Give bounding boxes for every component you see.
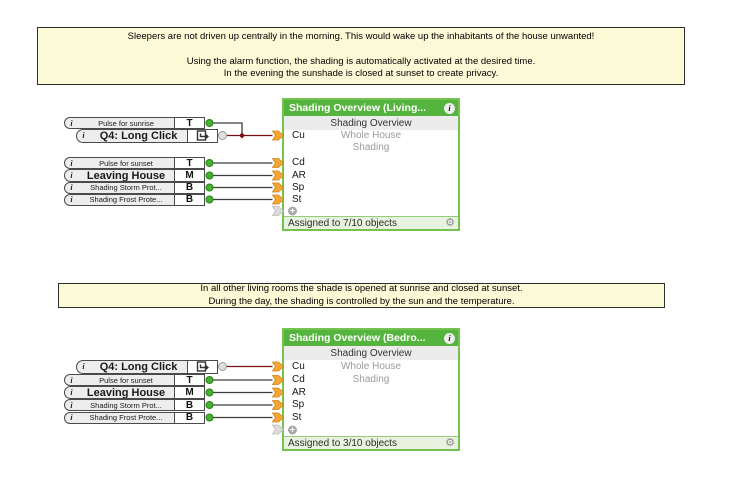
input-reference-block[interactable]: i Shading Storm Prot... B [64, 399, 205, 411]
input-reference-label: Pulse for sunset [99, 375, 153, 385]
output-connector-dot[interactable] [205, 388, 214, 397]
export-output-icon [196, 130, 209, 141]
info-icon: i [82, 131, 85, 140]
input-pin-label[interactable]: Cu [292, 360, 305, 372]
input-reference-type: B [174, 182, 204, 193]
note-morning[interactable]: Sleepers are not driven up centrally in … [37, 27, 685, 85]
input-reference-block[interactable]: i Leaving House M [64, 386, 205, 399]
info-icon: i [70, 400, 73, 410]
input-pin-label[interactable]: Sp [292, 399, 305, 410]
assigned-objects-status: Assigned to 7/10 objects [288, 217, 397, 229]
input-reference-block[interactable]: i Shading Frost Prote... B [64, 411, 205, 424]
function-block-footer: Assigned to 3/10 objects ⚙ [284, 436, 458, 449]
input-reference-label: Shading Storm Prot... [90, 183, 162, 192]
input-reference-block[interactable]: i Shading Storm Prot... B [64, 181, 205, 194]
input-reference-type: T [174, 158, 204, 169]
input-reference-type: T [174, 375, 204, 386]
info-icon: i [70, 158, 73, 168]
input-pin-label[interactable]: St [292, 411, 302, 423]
input-reference-label: Leaving House [86, 387, 166, 398]
output-connector-dot[interactable] [205, 171, 214, 180]
add-input-icon[interactable]: + [288, 205, 297, 216]
output-connector-dot[interactable] [205, 376, 214, 384]
function-block-header: Shading Overview (Living... i [284, 100, 458, 116]
input-reference-label: Shading Frost Prote... [89, 195, 163, 204]
block-description-line: Shading [352, 141, 390, 153]
info-icon[interactable]: i [444, 332, 455, 344]
note-line: During the day, the shading is controlle… [208, 295, 515, 307]
input-reference-label: Pulse for sunrise [98, 118, 154, 128]
info-icon[interactable]: i [444, 102, 455, 114]
input-reference-label: Leaving House [86, 170, 166, 181]
note-line: In all other living rooms the shade is o… [200, 283, 523, 295]
input-reference-type [187, 360, 217, 373]
shading-overview-bedroom[interactable]: Shading Overview (Bedro... i Shading Ove… [282, 328, 460, 451]
function-block-subtitle: Shading Overview [284, 116, 458, 130]
input-pin-label[interactable]: St [292, 193, 302, 205]
info-icon: i [70, 388, 73, 397]
gear-icon[interactable]: ⚙ [445, 436, 455, 449]
input-reference-block[interactable]: i Shading Frost Prote... B [64, 193, 205, 206]
input-pin-label[interactable]: Sp [292, 181, 305, 193]
input-pin-label[interactable]: Cd [292, 157, 305, 168]
info-icon: i [70, 183, 73, 192]
input-reference-label: Shading Storm Prot... [90, 400, 162, 410]
function-block-title: Shading Overview (Bedro... [289, 332, 426, 344]
note-line: Sleepers are not driven up centrally in … [127, 31, 595, 43]
output-connector-dot[interactable] [205, 195, 214, 204]
input-reference-block[interactable]: i Q4: Long Click [76, 128, 218, 143]
function-block-title: Shading Overview (Living... [289, 102, 427, 114]
input-reference-label: Shading Frost Prote... [89, 413, 163, 422]
assigned-objects-status: Assigned to 3/10 objects [288, 437, 397, 449]
output-connector-dot[interactable] [218, 131, 227, 140]
input-pin-label[interactable]: Cu [292, 129, 305, 141]
input-pin-label[interactable]: AR [292, 169, 306, 181]
output-connector-dot[interactable] [205, 159, 214, 167]
export-output-icon [196, 361, 209, 372]
input-reference-label: Pulse for sunset [99, 158, 153, 168]
add-input-icon[interactable]: + [288, 424, 297, 434]
info-icon: i [70, 195, 73, 204]
block-description-line: Shading [352, 374, 390, 385]
input-reference-type: M [174, 170, 204, 181]
shading-overview-living[interactable]: Shading Overview (Living... i Shading Ov… [282, 98, 460, 231]
info-icon: i [70, 118, 73, 128]
info-icon: i [70, 375, 73, 385]
note-living-rooms[interactable]: In all other living rooms the shade is o… [58, 283, 665, 308]
block-description-line: Whole House [340, 129, 402, 141]
input-reference-type: B [174, 194, 204, 205]
note-line: In the evening the sunshade is closed at… [223, 68, 499, 80]
gear-icon[interactable]: ⚙ [445, 216, 455, 229]
output-connector-dot[interactable] [205, 119, 214, 127]
input-pin-label[interactable]: AR [292, 386, 306, 398]
info-icon: i [70, 413, 73, 422]
input-reference-block[interactable]: i Pulse for sunset T [64, 157, 205, 169]
input-reference-label: Q4: Long Click [99, 360, 178, 373]
function-block-subtitle: Shading Overview [284, 346, 458, 360]
input-reference-block[interactable]: i Leaving House M [64, 169, 205, 182]
input-reference-block[interactable]: i Q4: Long Click [76, 359, 218, 374]
wire-junction [239, 132, 245, 139]
note-line [38, 44, 684, 56]
input-reference-type: B [174, 400, 204, 411]
input-pin-label[interactable]: Cd [292, 374, 305, 385]
function-block-footer: Assigned to 7/10 objects ⚙ [284, 216, 458, 229]
input-reference-label: Q4: Long Click [99, 129, 178, 142]
output-connector-dot[interactable] [205, 413, 214, 422]
info-icon: i [70, 171, 73, 180]
input-reference-type: M [174, 387, 204, 398]
input-reference-block[interactable]: i Pulse for sunset T [64, 374, 205, 386]
function-block-header: Shading Overview (Bedro... i [284, 330, 458, 346]
input-reference-type [187, 129, 217, 142]
input-reference-type: B [174, 412, 204, 423]
output-connector-dot[interactable] [218, 362, 227, 371]
note-line: Using the alarm function, the shading is… [186, 56, 536, 67]
block-description-line: Whole House [340, 360, 402, 372]
info-icon: i [82, 362, 85, 371]
output-connector-dot[interactable] [205, 401, 214, 409]
input-reference-type: T [174, 118, 204, 129]
output-connector-dot[interactable] [205, 183, 214, 192]
input-reference-block[interactable]: i Pulse for sunrise T [64, 117, 205, 129]
